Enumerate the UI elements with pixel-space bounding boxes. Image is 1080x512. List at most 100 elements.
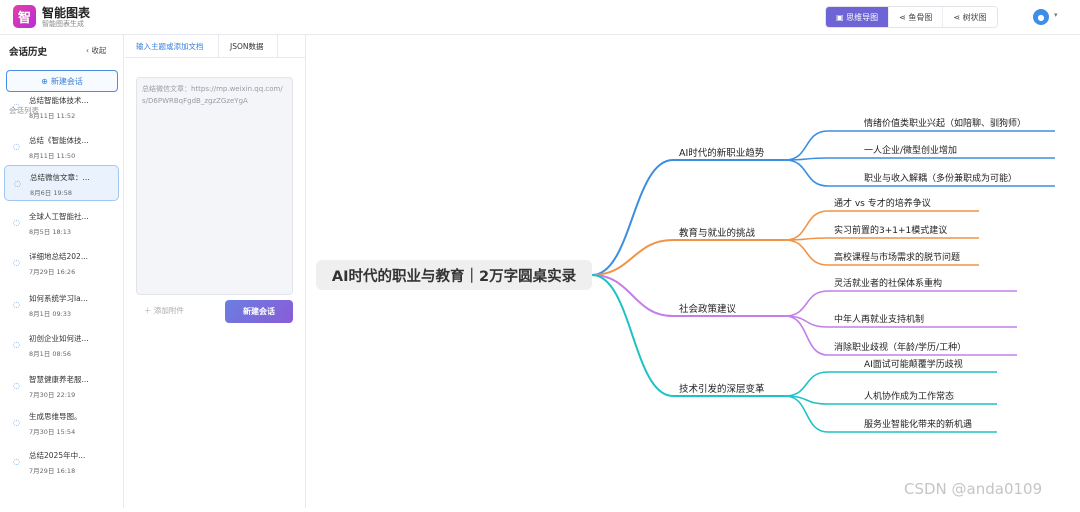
collapse-label: 收起 [91,46,107,55]
tab-divider [218,35,219,58]
chevron-left-icon: ‹ [86,46,89,55]
branch-label: 教育与就业的挑战 [679,227,756,239]
conversation-item[interactable]: ◌智慧健康养老服...7月30日 22:19 [4,368,119,404]
chat-bubble-icon: ◌ [13,418,20,427]
watermark: CSDN @anda0109 [904,480,1043,498]
conversation-title: 总结智能体技术... [29,96,89,105]
plus-icon: ＋ [144,306,152,315]
child-connector [784,395,997,433]
mindmap-root-node[interactable]: AI时代的职业与教育｜2万字圆桌实录 [316,260,592,290]
tab-json[interactable]: JSON数据 [230,42,264,51]
conversation-item[interactable]: ◌总结2025年中...7月29日 16:18 [4,444,119,480]
child-connector [784,315,1017,356]
child-node-label: 灵活就业者的社保体系重构 [834,277,942,289]
chat-bubble-icon: ◌ [13,457,20,466]
conversation-item[interactable]: ◌ 详细地总结202... 7月29日 16:26 [4,245,119,281]
child-connector [784,239,979,266]
child-connector [784,237,979,241]
conversation-time: 7月30日 15:54 [29,428,76,436]
conversation-title: 如何系统学习la... [29,294,88,303]
create-session-button[interactable]: 新建会话 [225,300,293,323]
attach-button[interactable]: ＋ 添加附件 [144,305,184,316]
conversation-time: 7月29日 16:26 [29,268,76,276]
chat-bubble-icon: ◌ [14,179,21,188]
tab-input[interactable]: 输入主题或添加文档 [136,42,204,51]
child-node-label: 消除职业歧视（年龄/学历/工种） [834,341,966,353]
tab-mindmap[interactable]: ▣ 思维导图 [826,7,890,27]
tab-divider [277,35,278,58]
conversation-time: 8月1日 09:33 [29,310,72,318]
tab-fishbone[interactable]: ⋖ 鱼骨图 [889,7,944,27]
conversation-item[interactable]: ◌全球人工智能社...8月5日 18:13 [4,205,119,241]
child-node-label: AI面试可能颠覆学历歧视 [864,358,963,370]
conversation-title: 总结《智能体技... [29,136,89,145]
conversation-item[interactable]: ◌ 生成思维导图。 7月30日 15:54 [4,405,119,441]
conversation-item[interactable]: ◌ 总结微信文章：... 8月6日 19:58 [4,165,119,201]
conversation-title: 生成思维导图。 [29,412,82,421]
child-node-label: 实习前置的3+1+1模式建议 [834,224,947,236]
conversation-title: 总结2025年中... [29,451,86,460]
chat-bubble-icon: ◌ [13,102,20,111]
app-title: 智能图表 [42,6,91,20]
branch-label: 社会政策建议 [679,303,737,315]
child-node-label: 高校课程与市场需求的脱节问题 [834,251,960,263]
conversation-time: 8月6日 19:58 [30,189,73,197]
tab-tree[interactable]: ⋖ 树状图 [943,7,997,27]
mindmap-icon: ▣ [836,13,844,22]
conversation-time: 8月11日 11:50 [29,152,76,160]
chat-bubble-icon: ◌ [13,258,20,267]
child-connector [784,290,1017,317]
branch-connector [591,274,785,397]
conversation-item[interactable]: ◌ 如何系统学习la... 8月1日 09:33 [4,287,119,323]
branch-connector [591,274,785,317]
user-avatar-icon[interactable]: ● [1033,9,1049,25]
view-switcher: ▣ 思维导图 ⋖ 鱼骨图 ⋖ 树状图 [825,6,998,28]
chevron-down-icon[interactable]: ▾ [1054,11,1058,19]
tab-label: 树状图 [962,13,987,22]
conversation-sidebar: 会话历史 ‹ 收起 ⊕ 新建会话 会话列表 ◌总结智能体技术...8月11日 1… [0,35,124,508]
child-node-label: 通才 vs 专才的培养争议 [834,197,931,209]
conversation-item[interactable]: ◌ 初创企业如何进... 8月1日 08:56 [4,327,119,363]
sidebar-title: 会话历史 [9,47,48,58]
mindmap-branch[interactable]: 社会政策建议 灵活就业者的社保体系重构中年人再就业支持机制消除职业歧视（年龄/学历… [591,274,1017,356]
branch-label: 技术引发的深层变革 [679,383,765,395]
conversation-time: 8月1日 08:56 [29,350,72,358]
conversation-title: 初创企业如何进... [29,334,89,343]
app-subtitle: 智能图表生成 [42,20,84,28]
topic-input[interactable]: 总结微信文章：https://mp.weixin.qq.com/s/D6PWRB… [136,77,293,295]
child-connector [784,157,1055,161]
conversation-title: 全球人工智能社... [29,212,89,221]
child-node-label: 职业与收入解耦（多份兼职成为可能） [864,172,1017,184]
child-connector [784,371,997,397]
child-node-label: 中年人再就业支持机制 [834,313,924,325]
tab-label: 思维导图 [846,13,879,22]
input-tabs: 输入主题或添加文档 JSON数据 [125,35,306,58]
mindmap-branch[interactable]: 教育与就业的挑战 通才 vs 专才的培养争议实习前置的3+1+1模式建议高校课程与… [591,197,979,276]
child-node-label: 人机协作成为工作常态 [864,390,954,402]
chat-bubble-icon: ◌ [13,142,20,151]
mindmap-branch[interactable]: 技术引发的深层变革 AI面试可能颠覆学历歧视人机协作成为工作常态服务业智能化带来的… [591,274,997,433]
attach-label: 添加附件 [153,306,184,315]
conversation-title: 总结微信文章：... [30,173,90,182]
chat-bubble-icon: ◌ [13,340,20,349]
collapse-button[interactable]: ‹ 收起 [86,45,106,56]
conversation-title: 详细地总结202... [29,252,88,261]
mindmap-svg: AI时代的职业与教育｜2万字圆桌实录AI时代的新职业趋势情绪价值类职业兴起（如陪… [316,117,1055,433]
child-connector [784,210,979,241]
chat-bubble-icon: ◌ [13,300,20,309]
branch-label: AI时代的新职业趋势 [679,147,765,159]
new-chat-button[interactable]: ⊕ 新建会话 [6,70,118,92]
child-connector [784,159,1055,187]
app-logo: 智 [13,5,36,28]
top-bar: 智 智能图表 智能图表生成 ▣ 思维导图 ⋖ 鱼骨图 ⋖ 树状图 ● ▾ [0,0,1080,35]
mindmap-branch[interactable]: AI时代的新职业趋势情绪价值类职业兴起（如陪聊、驯狗师）一人企业/微型创业增加职… [591,117,1055,276]
conversation-item[interactable]: ◌总结智能体技术...8月11日 11:52 [4,89,119,125]
share-icon: ⋖ [953,13,961,22]
input-panel: 输入主题或添加文档 JSON数据 总结微信文章：https://mp.weixi… [125,35,306,508]
branch-connector [591,159,785,276]
conversation-time: 8月5日 18:13 [29,228,72,236]
conversation-item[interactable]: ◌ 总结《智能体技... 8月11日 11:50 [4,129,119,165]
child-node-label: 服务业智能化带来的新机遇 [864,418,972,430]
branch-connector [591,239,785,276]
